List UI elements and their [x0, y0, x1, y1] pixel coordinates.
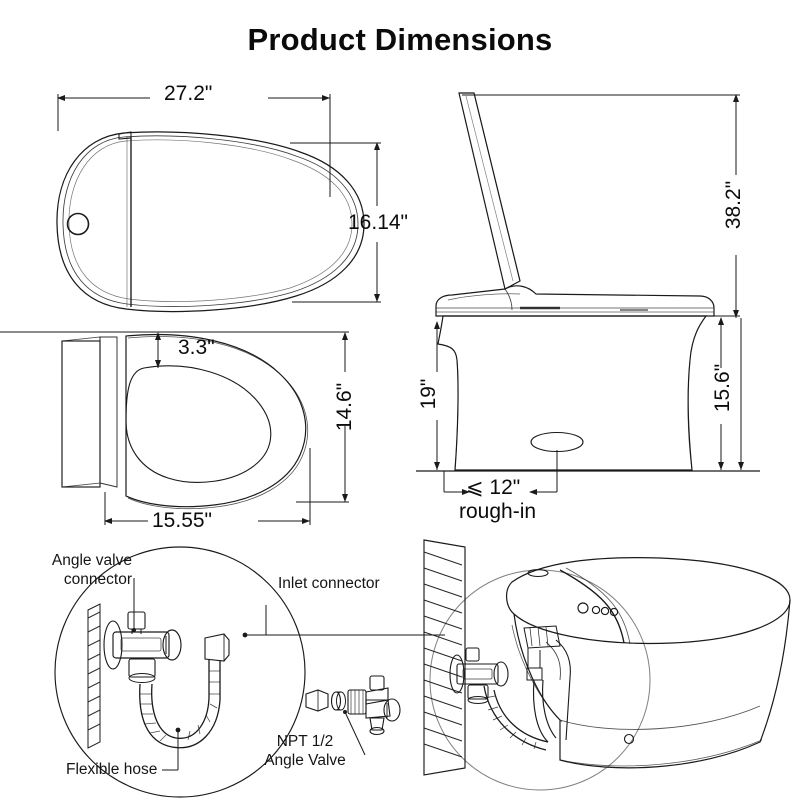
install-wall-group	[423, 539, 466, 776]
dim-label-seat-rim-offset: 3.3"	[178, 336, 215, 359]
dim-15-55-inch	[104, 448, 311, 525]
dim-16-14-inch	[290, 142, 381, 303]
dim-38-2-inch	[462, 94, 740, 318]
dim-label-seat-height: 15.6"	[711, 363, 734, 413]
callout-npt-angle-valve: NPT 1/2 Angle Valve	[240, 732, 370, 771]
callout-npt-angle-valve-line2: Angle Valve	[264, 752, 346, 770]
dim-3-3-inch	[126, 331, 305, 368]
dim-label-total-height: 38.2"	[722, 180, 745, 230]
toilet-top-view-group	[56, 131, 365, 313]
dim-label-rough-in-value: ⩽ 12"	[466, 476, 521, 499]
toilet-side-view-group	[416, 92, 760, 472]
callout-npt-angle-valve-line1: NPT 1/2	[276, 733, 334, 750]
callout-angle-valve-connector-line2: connector	[63, 571, 132, 589]
callout-inlet-connector: Inlet connector	[278, 575, 380, 592]
page-title: Product Dimensions	[247, 22, 553, 57]
detail-bubble-group	[54, 546, 306, 798]
installed-toilet-3d	[429, 557, 791, 791]
dim-14-6-inch	[0, 331, 349, 503]
dim-rough-in	[443, 450, 558, 495]
callout-leaders	[132, 578, 445, 771]
dim-15-6-inch	[718, 317, 744, 470]
dim-label-seat-depth: 14.6"	[333, 382, 356, 432]
dim-label-top-width: 27.2"	[164, 82, 213, 105]
dim-label-top-depth: 16.14"	[348, 211, 409, 234]
dim-label-body-height: 19"	[417, 378, 440, 410]
callout-angle-valve-connector-line1: Angle valve	[51, 552, 132, 569]
dim-label-seat-width: 15.55"	[152, 509, 213, 532]
dim-label-rough-in-caption: rough-in	[459, 500, 537, 523]
dim-27-2-inch	[57, 94, 331, 197]
callout-flexible-hose: Flexible hose	[66, 761, 158, 778]
npt-angle-valve-parts	[305, 675, 401, 736]
toilet-seat-view-group	[61, 333, 309, 510]
callout-angle-valve-connector: Angle valve connector	[10, 551, 132, 590]
